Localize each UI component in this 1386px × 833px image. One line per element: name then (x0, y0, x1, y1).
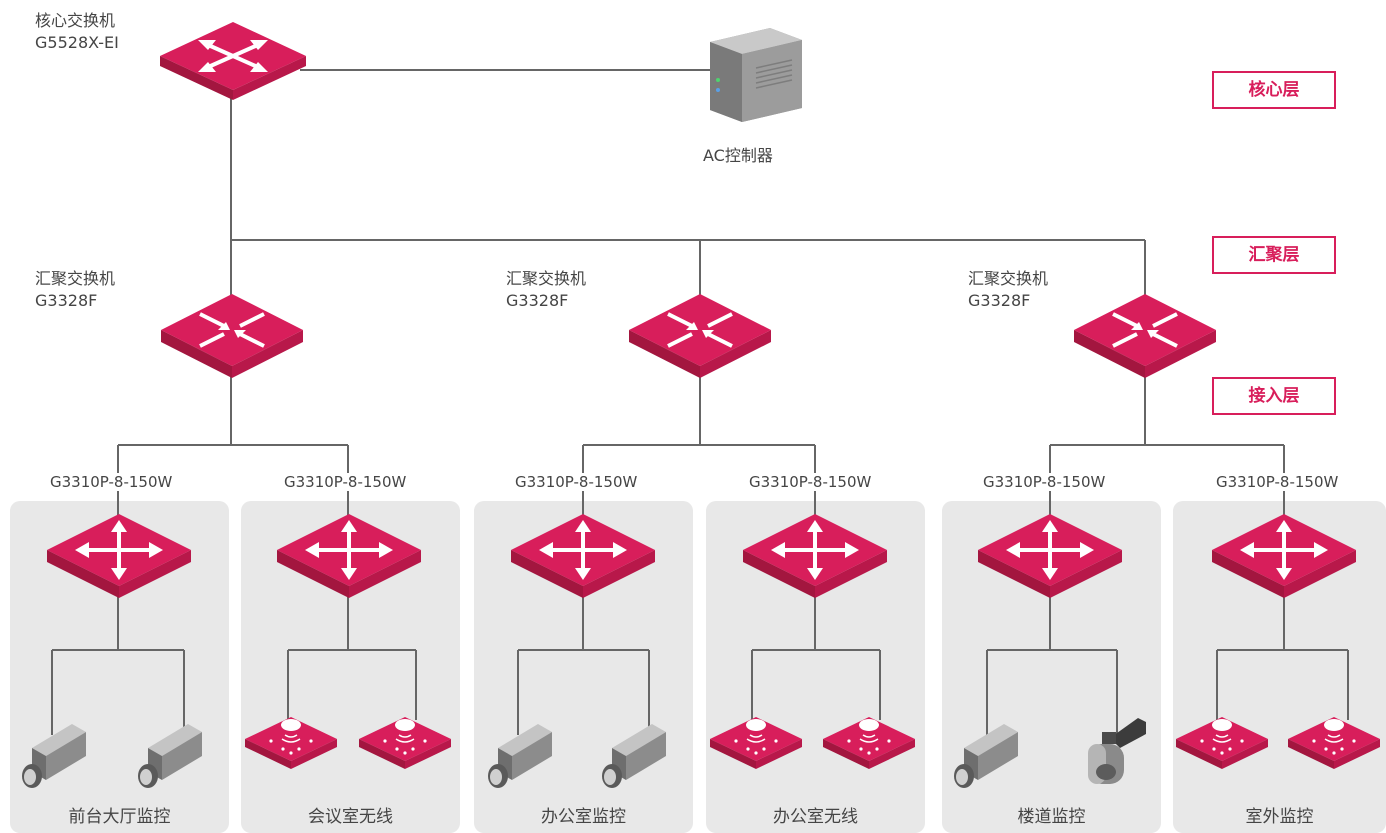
access-switch-model: G3310P-8-150W (747, 473, 874, 491)
access-switch-icon[interactable] (275, 512, 423, 604)
wireless-ap-icon[interactable] (1174, 715, 1270, 779)
agg-switch-title: 汇聚交换机 (35, 269, 116, 288)
access-switch-icon[interactable] (45, 512, 193, 604)
access-switch-model: G3310P-8-150W (981, 473, 1108, 491)
wireless-ap-icon[interactable] (821, 715, 917, 779)
group-title: 室外监控 (1245, 807, 1314, 827)
access-switch-icon[interactable] (1210, 512, 1358, 604)
camera-icon[interactable] (598, 722, 670, 792)
camera-icon[interactable] (134, 722, 206, 792)
wireless-ap-icon[interactable] (243, 715, 339, 779)
aggregation-switch-icon[interactable] (160, 292, 305, 384)
agg-switch-title: 汇聚交换机 (968, 269, 1049, 288)
access-switch-model: G3310P-8-150W (48, 473, 175, 491)
camera-icon[interactable] (950, 722, 1022, 792)
access-switch-model: G3310P-8-150W (1214, 473, 1341, 491)
access-layer-tag: 接入层 (1212, 377, 1336, 415)
group-title: 办公室监控 (541, 807, 626, 827)
group-title: 楼道监控 (1017, 807, 1086, 827)
group-title: 办公室无线 (773, 807, 858, 827)
ac-controller-label: AC控制器 (703, 146, 773, 165)
wireless-ap-icon[interactable] (1286, 715, 1382, 779)
agg-switch-model: G3328F (968, 291, 1031, 310)
dome-camera-icon[interactable] (1080, 712, 1150, 792)
agg-switch-title: 汇聚交换机 (506, 269, 587, 288)
access-switch-model: G3310P-8-150W (282, 473, 409, 491)
core-layer-tag: 核心层 (1212, 71, 1336, 109)
ac-controller-icon[interactable] (706, 18, 806, 126)
aggregation-switch-icon[interactable] (628, 292, 773, 384)
camera-icon[interactable] (484, 722, 556, 792)
access-switch-model: G3310P-8-150W (513, 473, 640, 491)
access-switch-icon[interactable] (741, 512, 889, 604)
aggregation-layer-tag: 汇聚层 (1212, 236, 1336, 274)
wireless-ap-icon[interactable] (357, 715, 453, 779)
wireless-ap-icon[interactable] (708, 715, 804, 779)
group-title: 会议室无线 (308, 807, 393, 827)
agg-switch-model: G3328F (35, 291, 98, 310)
core-switch-model: G5528X-EI (35, 33, 119, 52)
access-switch-icon[interactable] (976, 512, 1124, 604)
agg-switch-model: G3328F (506, 291, 569, 310)
camera-icon[interactable] (18, 722, 90, 792)
core-switch-icon[interactable] (158, 20, 308, 102)
group-title: 前台大厅监控 (68, 807, 171, 827)
aggregation-switch-icon[interactable] (1073, 292, 1218, 384)
core-switch-title: 核心交换机 (35, 11, 116, 30)
access-switch-icon[interactable] (509, 512, 657, 604)
